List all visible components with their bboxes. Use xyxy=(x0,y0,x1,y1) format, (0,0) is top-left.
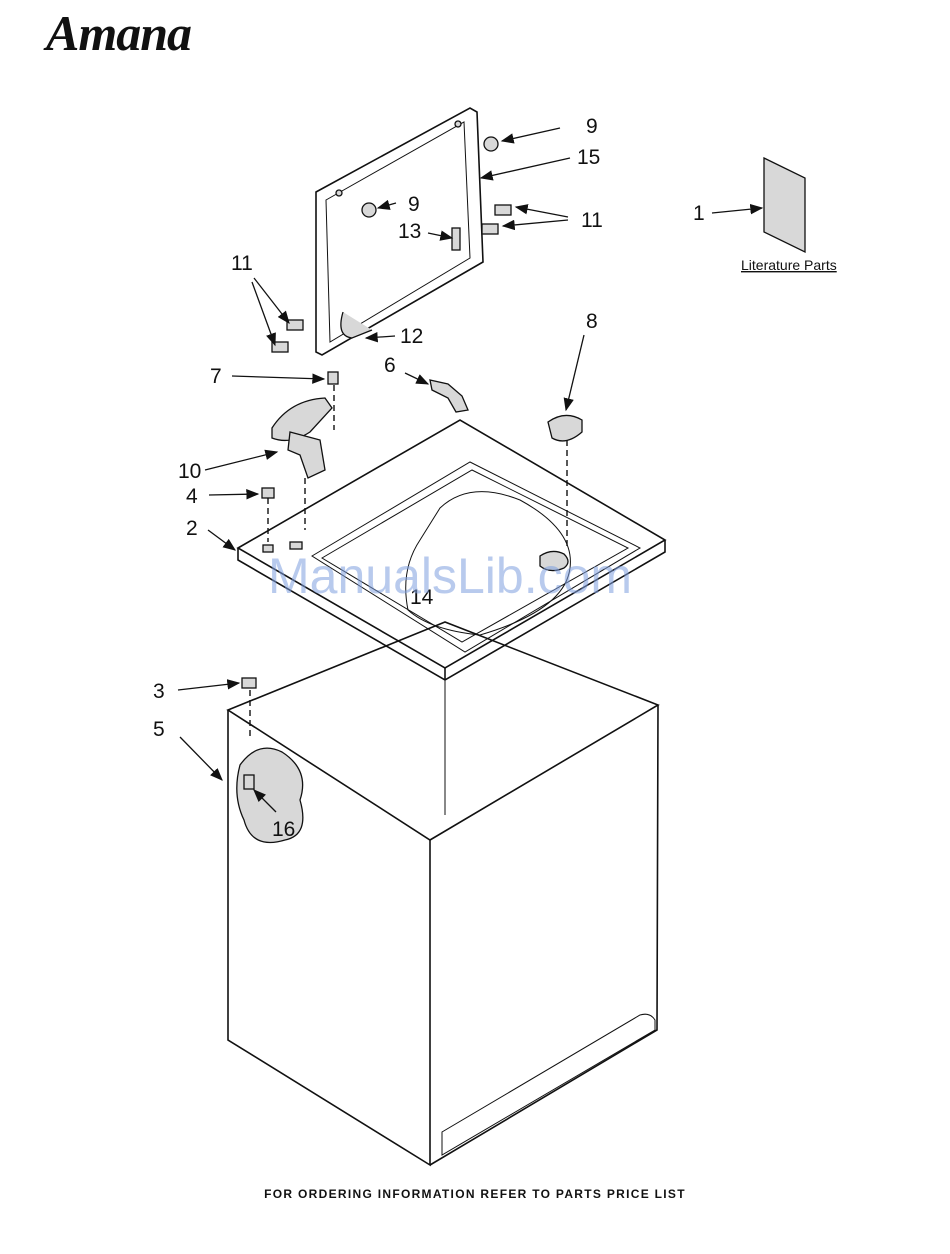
clip-3 xyxy=(242,678,256,688)
callout-7: 7 xyxy=(210,365,222,388)
callout-15: 15 xyxy=(577,146,600,169)
literature-booklet xyxy=(764,158,805,252)
watermark: ManualsLib.com xyxy=(268,548,632,604)
arrow xyxy=(205,452,277,470)
arrow xyxy=(481,158,570,178)
hinge-13 xyxy=(452,228,460,250)
callout-2: 2 xyxy=(186,517,198,540)
arrow xyxy=(712,208,762,213)
lid-switch xyxy=(288,432,325,478)
arrow xyxy=(208,530,235,550)
arrow xyxy=(180,737,222,780)
callout-10: 10 xyxy=(178,460,201,483)
cover-8 xyxy=(548,415,582,440)
arrow xyxy=(178,683,239,690)
callout-11: 11 xyxy=(231,252,253,275)
bumper-9a xyxy=(484,137,498,151)
callout-12: 12 xyxy=(400,325,423,348)
arrow xyxy=(252,282,275,345)
bracket-6 xyxy=(430,380,468,412)
screw-11a xyxy=(287,320,303,330)
callout-13: 13 xyxy=(398,220,421,243)
callout-16: 16 xyxy=(272,818,295,841)
screw-7 xyxy=(328,372,338,384)
callout-9: 9 xyxy=(586,115,598,138)
arrow xyxy=(405,373,428,384)
literature-parts-label: Literature Parts xyxy=(741,257,837,273)
hinge-bracket xyxy=(272,398,332,440)
callout-1: 1 xyxy=(693,202,705,225)
arrow xyxy=(378,203,396,208)
callout-8: 8 xyxy=(586,310,598,333)
callout-6: 6 xyxy=(384,354,396,377)
callout-9: 9 xyxy=(408,193,420,216)
clip xyxy=(262,488,274,498)
arrow xyxy=(503,220,568,226)
arrow xyxy=(502,128,560,141)
cabinet xyxy=(228,622,658,1165)
arrow xyxy=(516,207,568,217)
arrow xyxy=(232,376,324,379)
arrow xyxy=(566,335,584,410)
callout-4: 4 xyxy=(186,485,198,508)
callout-3: 3 xyxy=(153,680,165,703)
arrow xyxy=(428,233,452,238)
arrow xyxy=(366,336,395,338)
arrow xyxy=(209,494,258,495)
bumper-9b xyxy=(362,203,376,217)
screw-11d xyxy=(482,224,498,234)
callout-11: 11 xyxy=(581,209,603,232)
footer-note: FOR ORDERING INFORMATION REFER TO PARTS … xyxy=(0,1187,950,1201)
callout-5: 5 xyxy=(153,718,165,741)
screw-11c xyxy=(495,205,511,215)
